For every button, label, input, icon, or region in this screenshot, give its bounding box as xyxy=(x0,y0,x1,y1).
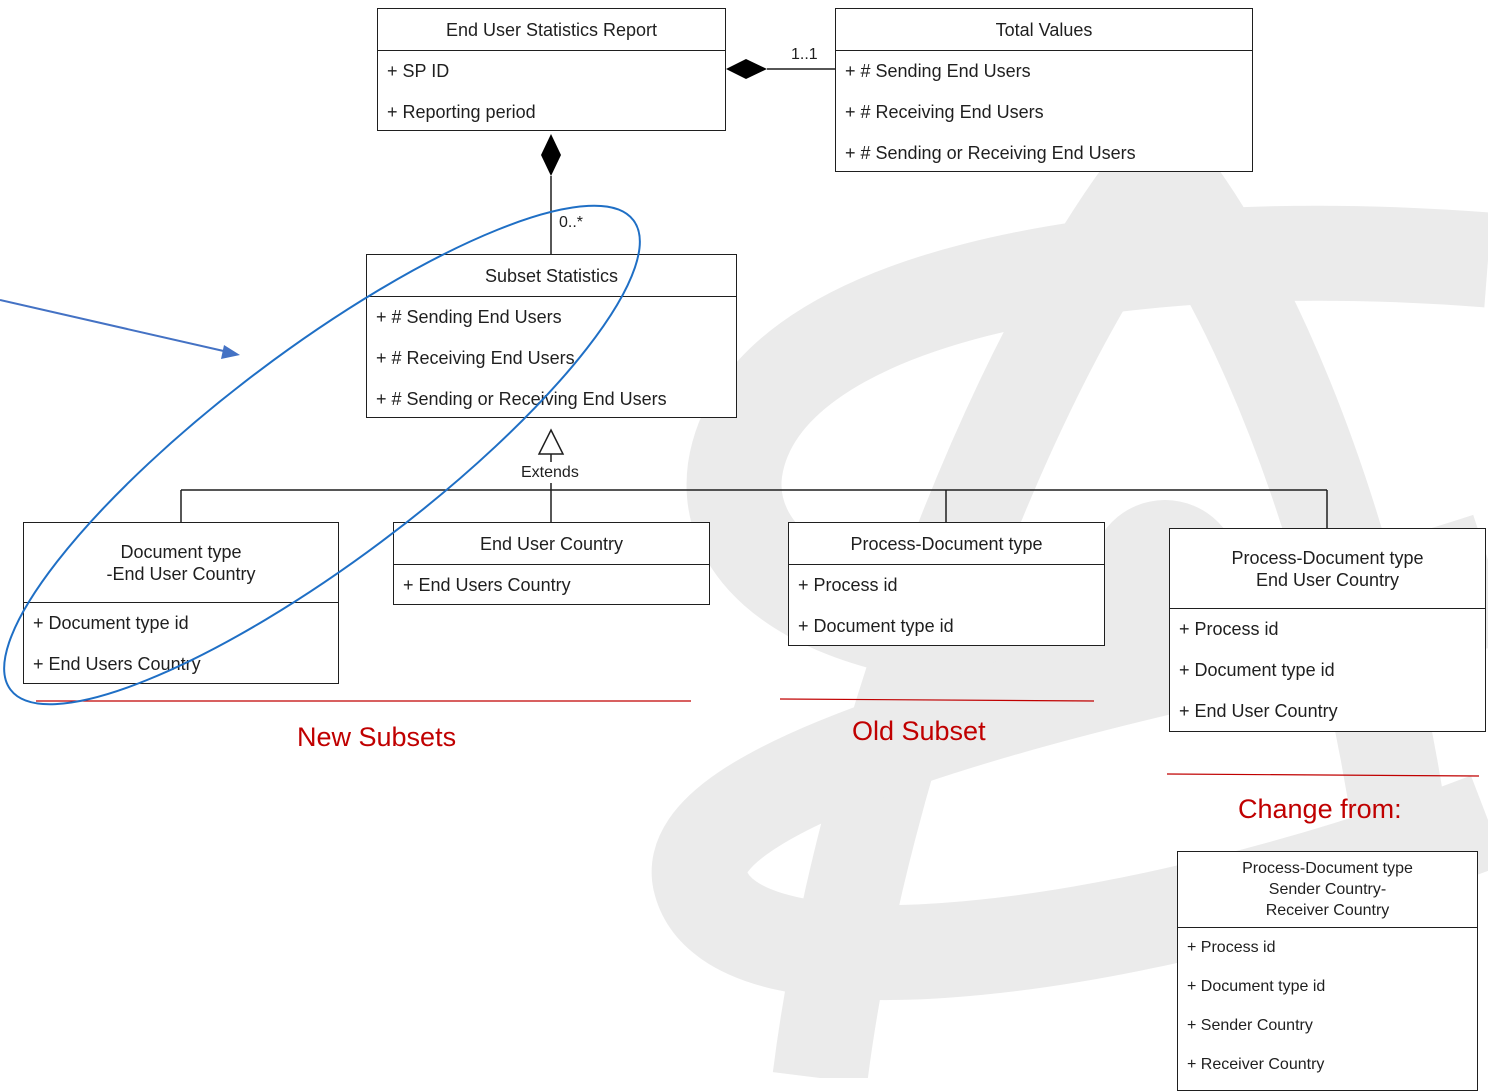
end-user-statistics-report-class: End User Statistics Report + SP ID + Rep… xyxy=(377,8,726,131)
old-subset-label: Old Subset xyxy=(852,716,986,746)
attribute: + Process id xyxy=(1179,619,1279,639)
attribute: + # Sending or Receiving End Users xyxy=(845,143,1136,163)
attribute: + End Users Country xyxy=(403,575,571,595)
attribute-reporting-period: + Reporting period xyxy=(387,102,536,122)
attribute: + Document type id xyxy=(1179,660,1335,680)
attribute: + End User Country xyxy=(1179,701,1338,721)
class-header: Process-Document type Sender Country- Re… xyxy=(1178,852,1477,928)
attribute: + End Users Country xyxy=(33,654,201,674)
total-values-class: Total Values + # Sending End Users + # R… xyxy=(835,8,1253,172)
extends-label: Extends xyxy=(521,464,579,481)
composition-diamond-total xyxy=(726,59,767,79)
class-header: Process-Document type xyxy=(789,523,1104,565)
class-title-line: Process-Document type xyxy=(1231,547,1424,568)
class-header: Subset Statistics xyxy=(367,255,736,297)
multiplicity-subset: 0..* xyxy=(559,214,584,231)
end-user-country-class: End User Country + End Users Country xyxy=(393,522,710,605)
class-header: End User Country xyxy=(394,523,709,565)
class-title: End User Statistics Report xyxy=(445,19,658,40)
attribute: + # Sending or Receiving End Users xyxy=(376,389,667,409)
class-title-line: -End User Country xyxy=(106,563,256,584)
class-title: Subset Statistics xyxy=(484,265,619,286)
attribute: + # Receiving End Users xyxy=(376,348,575,368)
class-title-line: End User Country xyxy=(1255,569,1400,590)
separator-change xyxy=(1166,773,1480,777)
attribute: + # Sending End Users xyxy=(376,307,562,327)
class-title: End User Country xyxy=(479,533,624,554)
attribute: + Process id xyxy=(1187,939,1276,956)
separator-old xyxy=(779,698,1095,702)
attribute: + # Sending End Users xyxy=(845,61,1031,81)
class-title-line: Process-Document type xyxy=(1242,860,1413,877)
old-process-document-type-class: Process-Document type Sender Country- Re… xyxy=(1177,851,1478,1091)
class-header: Process-Document type End User Country xyxy=(1170,529,1485,609)
class-title-line: Document type xyxy=(120,541,242,562)
attribute: + Sender Country xyxy=(1187,1017,1313,1034)
change-from-label: Change from: xyxy=(1238,794,1402,824)
new-subsets-label: New Subsets xyxy=(297,722,457,752)
document-type-end-user-country-class: Document type -End User Country + Docume… xyxy=(23,522,339,684)
process-document-type-end-user-country-class: Process-Document type End User Country +… xyxy=(1169,528,1486,732)
composition-diamond-subset xyxy=(541,134,561,176)
attribute: + Receiver Country xyxy=(1187,1056,1325,1073)
attribute: + Document type id xyxy=(798,616,954,636)
multiplicity-total: 1..1 xyxy=(791,46,818,63)
generalization-triangle xyxy=(537,428,565,455)
attribute-sp-id: + SP ID xyxy=(387,61,450,81)
subset-statistics-class: Subset Statistics + # Sending End Users … xyxy=(366,254,737,418)
class-title-line: Receiver Country xyxy=(1265,902,1390,919)
attribute: + Document type id xyxy=(1187,978,1326,995)
class-title: Process-Document type xyxy=(850,533,1043,554)
class-title: Total Values xyxy=(995,19,1093,40)
attribute: + Document type id xyxy=(33,613,189,633)
class-header: Total Values xyxy=(836,9,1252,51)
class-title-line: Sender Country- xyxy=(1268,881,1387,898)
attribute: + Process id xyxy=(798,575,898,595)
process-document-type-class: Process-Document type + Process id + Doc… xyxy=(788,522,1105,646)
class-header: End User Statistics Report xyxy=(378,9,725,51)
attribute: + # Receiving End Users xyxy=(845,102,1044,122)
class-header: Document type -End User Country xyxy=(24,523,338,603)
